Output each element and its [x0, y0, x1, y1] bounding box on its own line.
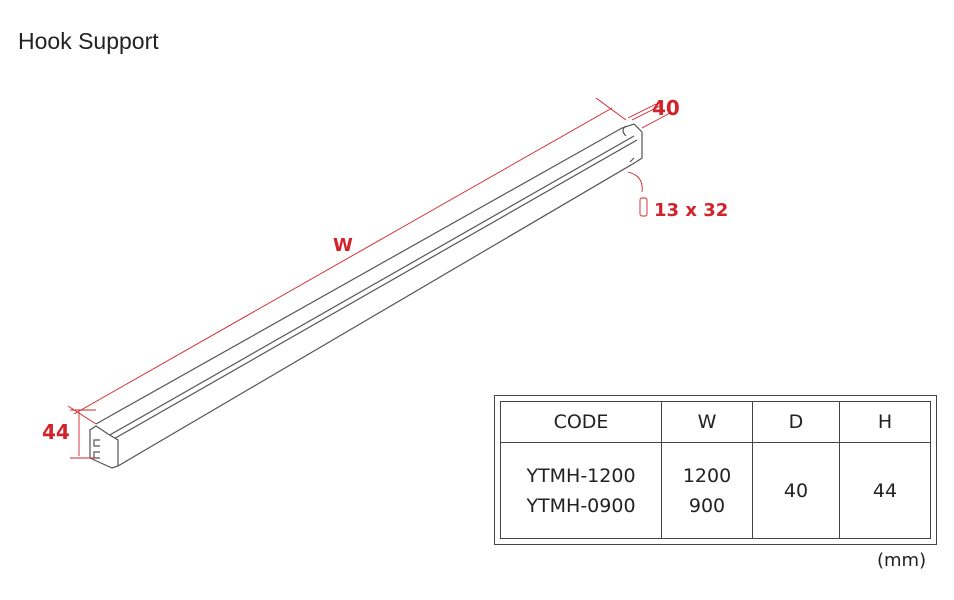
width-value: 1200 [682, 464, 732, 487]
page-title: Hook Support [18, 28, 159, 54]
header-w: W [661, 401, 753, 443]
unit-label: (mm) [877, 550, 927, 571]
width-dimension-label: W [333, 235, 353, 256]
depth-dimension-label: 40 [652, 96, 680, 120]
slot-dimension-label: 13 x 32 [654, 200, 729, 221]
width-value: 900 [688, 494, 726, 517]
table-row: YTMH-1200 YTMH-0900 1200 900 40 44 [500, 442, 931, 539]
header-code: CODE [500, 401, 662, 443]
dimension-lines [67, 97, 673, 459]
code-cell: YTMH-1200 YTMH-0900 [500, 442, 662, 539]
header-d: D [752, 401, 840, 443]
height-dimension-label: 44 [42, 420, 70, 444]
width-cell: 1200 900 [661, 442, 753, 539]
spec-table: CODE W D H YTMH-1200 YTMH-0900 1200 900 … [494, 395, 937, 545]
table-header-row: CODE W D H [500, 401, 931, 443]
height-value: 44 [839, 442, 931, 539]
code-value: YTMH-0900 [526, 494, 636, 517]
code-value: YTMH-1200 [526, 464, 636, 487]
depth-value: 40 [752, 442, 840, 539]
header-h: H [839, 401, 931, 443]
bar-outline [89, 123, 643, 469]
